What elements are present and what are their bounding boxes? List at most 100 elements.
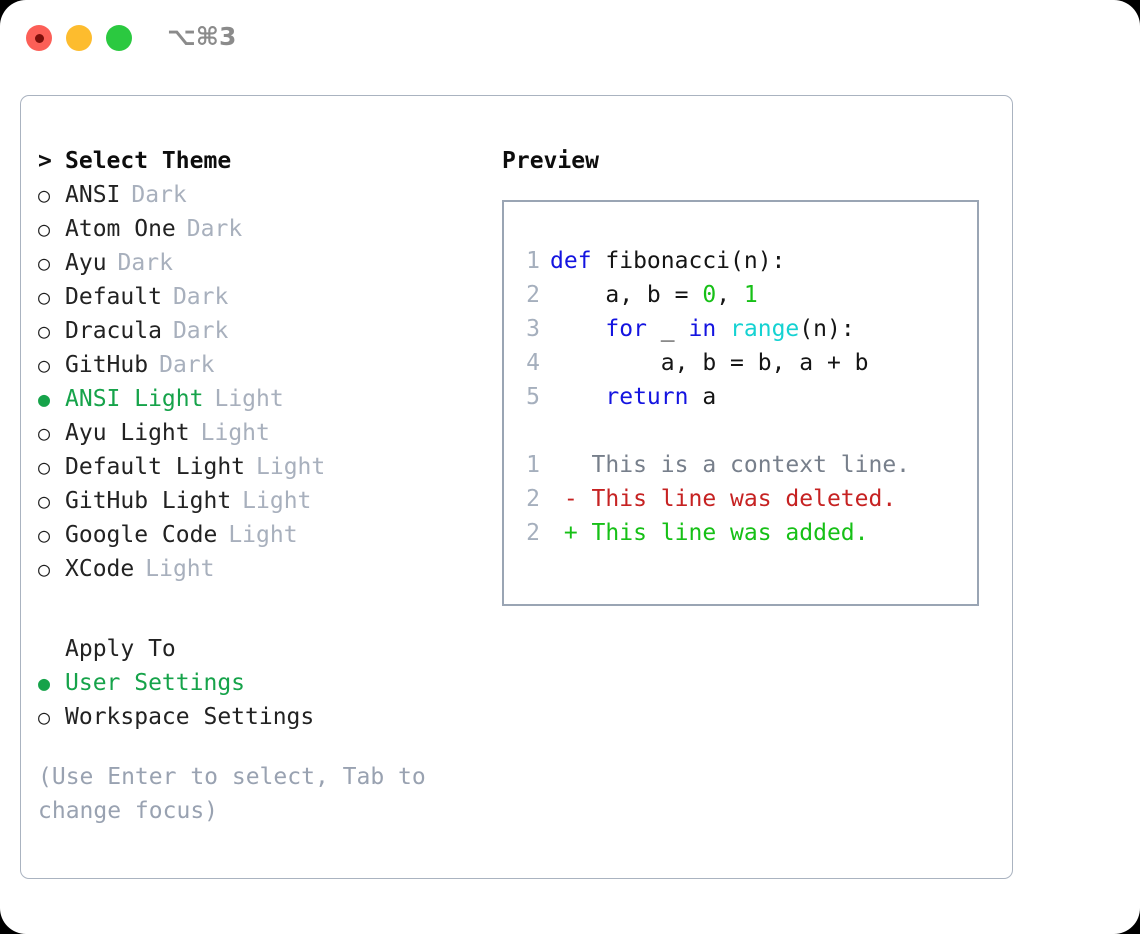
theme-list-item[interactable]: ○ GitHub Light Light <box>38 484 498 518</box>
radio-unselected-icon[interactable]: ○ <box>38 319 51 343</box>
theme-name-label: Default <box>65 284 162 310</box>
apply-to-title: Apply To <box>65 636 176 662</box>
code-token: return <box>605 384 689 410</box>
apply-to-label: Workspace Settings <box>65 704 315 730</box>
theme-variant-label: Light <box>256 454 326 480</box>
code-token: (n): <box>799 316 855 342</box>
theme-name-label: Default Light <box>65 454 246 480</box>
preview-title: Preview <box>502 148 599 174</box>
radio-unselected-icon[interactable]: ○ <box>38 489 51 513</box>
diff-line: 1 This is a context line. <box>514 448 910 482</box>
code-token: a, b = <box>550 282 703 308</box>
code-token: def <box>550 248 592 274</box>
line-number: 1 <box>526 452 540 478</box>
theme-name-label: GitHub <box>65 352 149 378</box>
apply-to-title-row: ○ Apply To <box>38 632 498 666</box>
code-token <box>716 316 730 342</box>
theme-name-label: ANSI Light <box>65 386 204 412</box>
radio-unselected-icon[interactable]: ○ <box>38 285 51 309</box>
line-number: 2 <box>526 520 540 546</box>
radio-unselected-icon[interactable]: ○ <box>38 353 51 377</box>
radio-unselected-icon[interactable]: ○ <box>38 523 51 547</box>
radio-unselected-icon[interactable]: ○ <box>38 217 51 241</box>
line-number: 3 <box>526 316 540 342</box>
radio-unselected-icon[interactable]: ○ <box>38 421 51 445</box>
selection-arrow-icon: > <box>38 148 52 174</box>
diff-text: + This line was added. <box>550 520 869 546</box>
theme-name-label: Google Code <box>65 522 218 548</box>
maximize-window-icon[interactable] <box>106 25 132 51</box>
line-number: 1 <box>526 248 540 274</box>
theme-list-item[interactable]: ○ ANSI Dark <box>38 178 498 212</box>
apply-to-item[interactable]: ○ Workspace Settings <box>38 700 498 734</box>
radio-unselected-icon[interactable]: ○ <box>38 455 51 479</box>
apply-to-marker-placeholder: ○ <box>38 632 65 666</box>
code-token: , <box>716 282 744 308</box>
radio-unselected-icon[interactable]: ○ <box>38 705 51 729</box>
theme-variant-label: Dark <box>117 250 173 276</box>
theme-variant-label: Light <box>242 488 312 514</box>
minimize-window-icon[interactable] <box>66 25 92 51</box>
radio-selected-icon[interactable]: ● <box>38 671 51 695</box>
code-line: 1 def fibonacci(n): <box>514 244 910 278</box>
line-number: 2 <box>526 486 540 512</box>
radio-unselected-icon[interactable]: ○ <box>38 183 51 207</box>
window-controls <box>26 25 132 51</box>
apply-to-item[interactable]: ● User Settings <box>38 666 498 700</box>
apply-to-label: User Settings <box>65 670 246 696</box>
theme-variant-label: Light <box>200 420 270 446</box>
spacer <box>38 586 498 632</box>
code-token: 1 <box>743 282 758 308</box>
code-token: range <box>730 316 800 342</box>
diff-text: This is a context line. <box>550 452 911 478</box>
code-token: 0 <box>702 282 717 308</box>
radio-unselected-icon[interactable]: ○ <box>38 251 51 275</box>
theme-name-label: Dracula <box>65 318 162 344</box>
code-line: 2 a, b = 0, 1 <box>514 278 910 312</box>
theme-list-item[interactable]: ○ Default Light Light <box>38 450 498 484</box>
theme-name-label: ANSI <box>65 182 121 208</box>
close-window-icon[interactable] <box>26 25 52 51</box>
theme-list-item[interactable]: ○ Ayu Dark <box>38 246 498 280</box>
code-token: a, b = b, a + b <box>550 350 869 376</box>
theme-list-item[interactable]: ○ Atom One Dark <box>38 212 498 246</box>
diff-text: - This line was deleted. <box>550 486 897 512</box>
theme-list-item[interactable]: ● ANSI Light Light <box>38 382 498 416</box>
theme-variant-label: Dark <box>186 216 243 242</box>
code-token <box>550 384 605 410</box>
code-spacer <box>514 414 910 448</box>
code-token <box>550 316 605 342</box>
line-number: 4 <box>526 350 540 376</box>
diff-line: 2 + This line was added. <box>514 516 910 550</box>
radio-unselected-icon[interactable]: ○ <box>38 557 51 581</box>
code-line: 4 a, b = b, a + b <box>514 346 910 380</box>
theme-picker-title-row: > Select Theme <box>38 144 498 178</box>
theme-variant-label: Light <box>214 386 284 412</box>
code-token: a <box>688 384 717 410</box>
title-bar: ⌥⌘3 <box>0 0 1140 78</box>
theme-list-item[interactable]: ○ Google Code Light <box>38 518 498 552</box>
radio-selected-icon[interactable]: ● <box>38 387 51 411</box>
code-token: in <box>688 316 717 342</box>
theme-name-label: XCode <box>65 556 135 582</box>
page-title: Select Theme <box>65 148 232 174</box>
theme-name-label: Ayu <box>65 250 107 276</box>
theme-variant-label: Light <box>228 522 298 548</box>
line-number: 2 <box>526 282 540 308</box>
code-token: fibonacci(n): <box>591 248 786 274</box>
theme-variant-label: Dark <box>131 182 187 208</box>
theme-name-label: Atom One <box>65 216 176 242</box>
theme-name-label: GitHub Light <box>65 488 232 514</box>
line-number: 5 <box>526 384 540 410</box>
keyboard-shortcut-label: ⌥⌘3 <box>167 22 237 51</box>
